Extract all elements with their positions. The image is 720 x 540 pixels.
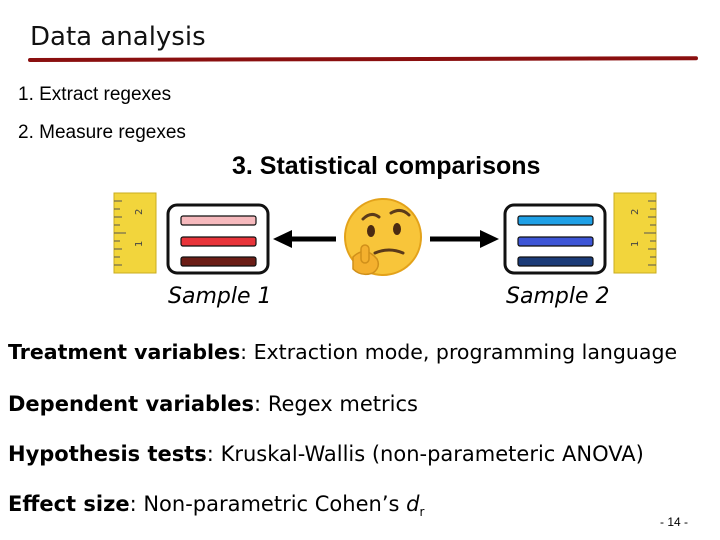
arrow-left-icon	[273, 230, 336, 248]
var-value: Kruskal-Wallis (non-parameteric ANOVA)	[220, 442, 644, 466]
var-key: Hypothesis tests	[8, 442, 207, 466]
var-value: Regex metrics	[267, 392, 418, 416]
sample-1-box	[166, 203, 270, 275]
hypothesis-tests-line: Hypothesis tests: Kruskal-Wallis (non-pa…	[8, 442, 644, 466]
svg-text:2: 2	[134, 209, 145, 215]
thinking-face-icon	[344, 198, 422, 276]
slide-title: Data analysis	[30, 22, 206, 52]
sample-2-box	[503, 203, 607, 275]
page-number: - 14 -	[660, 515, 689, 529]
var-sep: :	[254, 392, 268, 416]
ruler-icon: 2 1	[613, 192, 657, 274]
arrow-right-icon	[430, 230, 499, 248]
sample-1-label: Sample 1	[168, 284, 272, 309]
var-value: Non-parametric Cohen’s	[143, 492, 407, 516]
effect-size-symbol: d	[406, 492, 420, 516]
dependent-variables-line: Dependent variables: Regex metrics	[8, 392, 418, 416]
treatment-variables-line: Treatment variables: Extraction mode, pr…	[8, 340, 677, 364]
var-key: Effect size	[8, 492, 130, 516]
var-sep: :	[240, 340, 254, 364]
var-key: Treatment variables	[8, 340, 241, 364]
step-3: 3. Statistical comparisons	[232, 152, 541, 180]
step-1: 1. Extract regexes	[18, 84, 172, 105]
svg-text:2: 2	[630, 209, 641, 215]
sample-2-bar	[517, 236, 594, 247]
sample-2-bar	[517, 256, 594, 267]
sample-1-bar	[180, 236, 257, 247]
sample-1-bar	[180, 256, 257, 267]
sample-2-label: Sample 2	[506, 284, 610, 309]
effect-size-subscript: r	[419, 505, 425, 520]
var-sep: :	[129, 492, 144, 516]
var-key: Dependent variables	[8, 392, 255, 416]
step-2: 2. Measure regexes	[18, 122, 186, 143]
var-value: Extraction mode, programming language	[253, 340, 678, 364]
svg-text:1: 1	[630, 241, 641, 247]
svg-text:1: 1	[134, 241, 145, 247]
sample-comparison-diagram: 2 1	[113, 192, 657, 276]
title-underline	[27, 56, 699, 62]
ruler-icon: 2 1	[113, 192, 157, 274]
var-sep: :	[206, 442, 221, 466]
sample-1-bar	[180, 215, 257, 226]
sample-2-bar	[517, 215, 594, 226]
effect-size-line: Effect size: Non-parametric Cohen’s dr	[8, 492, 424, 519]
